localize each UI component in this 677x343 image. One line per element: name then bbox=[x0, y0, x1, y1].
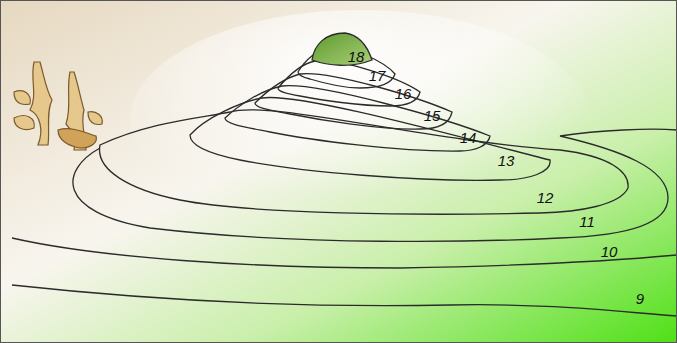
contour-elevation: 13 bbox=[498, 153, 515, 169]
contour-line bbox=[225, 86, 490, 151]
contour-line bbox=[278, 61, 420, 106]
contour-elevation: 15 bbox=[424, 108, 441, 124]
contour-line bbox=[12, 285, 677, 316]
contour-lines bbox=[12, 47, 677, 316]
hill-highlight bbox=[130, 10, 590, 230]
hill-summit bbox=[312, 33, 372, 65]
contour-elevation: 17 bbox=[369, 68, 386, 84]
contour-line bbox=[190, 97, 550, 180]
contour-elevation: 10 bbox=[601, 244, 618, 260]
contour-elevation: 16 bbox=[395, 86, 412, 102]
contour-elevation: 9 bbox=[636, 291, 644, 307]
tree-figure bbox=[14, 62, 102, 150]
contour-elevation: 14 bbox=[460, 130, 477, 146]
contour-elevation: 12 bbox=[537, 190, 554, 206]
contour-line bbox=[12, 238, 677, 268]
contour-elevation: 11 bbox=[579, 214, 595, 230]
contour-line bbox=[255, 74, 452, 129]
contour-elevation: 18 bbox=[348, 49, 365, 65]
